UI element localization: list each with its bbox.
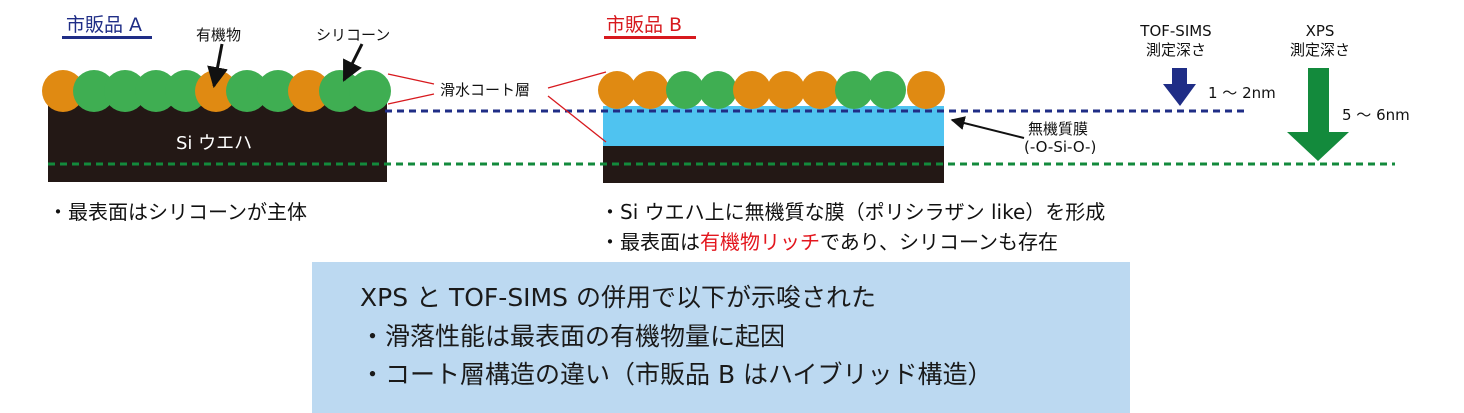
product-b-underline bbox=[604, 36, 696, 39]
inorganic-film-b bbox=[603, 106, 944, 146]
silicone-sphere bbox=[165, 70, 207, 112]
inorganic-pointer-arrow bbox=[950, 116, 1025, 139]
organic-sphere bbox=[733, 71, 771, 109]
product-a-underline bbox=[62, 36, 152, 39]
silicone-pointer-arrow bbox=[342, 43, 364, 82]
xps-depth-arrow bbox=[1287, 68, 1349, 161]
note-product-a: ・最表面はシリコーンが主体 bbox=[48, 200, 307, 224]
summary-box: XPS と TOF-SIMS の併用で以下が示唆された ・滑落性能は最表面の有機… bbox=[312, 262, 1130, 413]
silicone-label: シリコーン bbox=[316, 26, 391, 44]
organic-label: 有機物 bbox=[196, 26, 242, 44]
silicone-sphere bbox=[699, 71, 737, 109]
xps-depth-range: 5 ～ 6nm bbox=[1342, 106, 1410, 124]
xps-depth-caption: 測定深さ bbox=[1289, 41, 1351, 59]
organic-sphere bbox=[42, 70, 84, 112]
xps-name: XPS bbox=[1305, 22, 1335, 40]
tofsims-depth-arrow bbox=[1163, 68, 1196, 106]
organic-sphere bbox=[631, 71, 669, 109]
silicone-sphere bbox=[349, 70, 391, 112]
summary-line-1: XPS と TOF-SIMS の併用で以下が示唆された bbox=[360, 283, 876, 312]
tofsims-depth-range: 1 ～ 2nm bbox=[1208, 84, 1276, 102]
summary-line-3: ・コート層構造の違い（市販品 B はハイブリッド構造） bbox=[360, 360, 993, 389]
organic-sphere bbox=[598, 71, 636, 109]
silicone-sphere bbox=[835, 71, 873, 109]
organic-sphere bbox=[907, 71, 945, 109]
note-product-b-2: ・最表面は有機物リッチであり、シリコーンも存在 bbox=[600, 226, 1058, 255]
organic-sphere bbox=[288, 70, 330, 112]
coat-spheres-b bbox=[598, 71, 945, 109]
coat-layer-label: 滑水コート層 bbox=[440, 81, 531, 99]
coat-spheres-a bbox=[42, 70, 391, 112]
organic-pointer-arrow bbox=[207, 43, 228, 89]
organic-sphere bbox=[767, 71, 805, 109]
wafer-a bbox=[48, 102, 387, 182]
xps-depth-title: XPS 測定深さ bbox=[1290, 22, 1350, 60]
note-product-b-1: ・Si ウエハ上に無機質な膜（ポリシラザン like）を形成 bbox=[600, 200, 1106, 224]
silicone-sphere bbox=[666, 71, 704, 109]
product-a-title: 市販品 A bbox=[66, 14, 143, 36]
silicone-sphere bbox=[104, 70, 146, 112]
silicone-sphere bbox=[868, 71, 906, 109]
coat-leader-lines bbox=[387, 71, 607, 143]
silicone-sphere bbox=[257, 70, 299, 112]
inorganic-film-label: 無機質膜 bbox=[1028, 120, 1089, 138]
tofsims-depth-caption: 測定深さ bbox=[1145, 41, 1207, 59]
organic-sphere bbox=[801, 71, 839, 109]
tofsims-depth-title: TOF-SIMS 測定深さ bbox=[1140, 22, 1211, 60]
product-b-title: 市販品 B bbox=[606, 14, 683, 36]
silicone-sphere bbox=[226, 70, 268, 112]
wafer-label: Si ウエハ bbox=[176, 133, 253, 154]
silicone-sphere bbox=[135, 70, 177, 112]
inorganic-formula-label: (-O-Si-O-) bbox=[1024, 138, 1097, 156]
summary-line-2: ・滑落性能は最表面の有機物量に起因 bbox=[360, 322, 786, 351]
note-b2-suffix: であり、シリコーンも存在 bbox=[820, 230, 1058, 254]
note-b2-highlight: 有機物リッチ bbox=[700, 230, 820, 254]
tofsims-name: TOF-SIMS bbox=[1140, 22, 1212, 40]
note-b2-prefix: ・最表面は bbox=[600, 230, 700, 254]
silicone-sphere bbox=[73, 70, 115, 112]
